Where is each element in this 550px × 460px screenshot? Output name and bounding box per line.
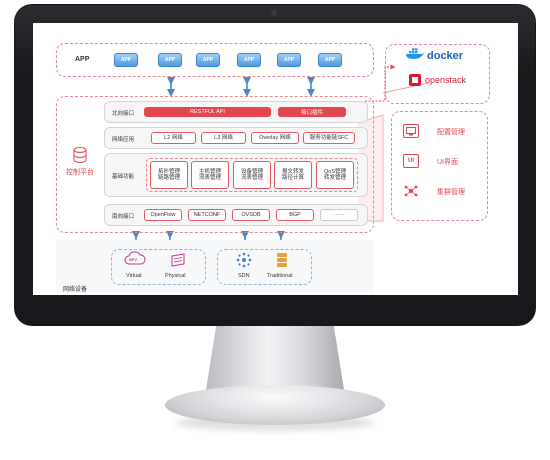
chip-sfc[interactable]: 服务功能链SFC xyxy=(303,132,355,144)
device-physical-label: Physical xyxy=(165,273,186,279)
chip-topology-link[interactable]: 拓扑管理 链路管理 xyxy=(150,161,188,189)
layer-southbound-label: 南向接口 xyxy=(112,214,135,220)
device-group-left xyxy=(111,249,206,285)
basic-functions-group xyxy=(146,158,358,192)
app-button-4[interactable]: APP xyxy=(237,53,261,67)
ui-icon[interactable]: UI xyxy=(403,154,419,168)
layer-northbound-label: 北向接口 xyxy=(112,111,135,117)
chip-forward-path[interactable]: 报文转发 路径计算 xyxy=(274,161,312,189)
chip-l3-network[interactable]: L3 网络 xyxy=(201,132,246,144)
app-button-3[interactable]: APP xyxy=(196,53,220,67)
camera-icon xyxy=(271,10,277,16)
app-layer: APP xyxy=(56,43,374,77)
interface-plugin-bar[interactable]: 接口插件 xyxy=(278,107,346,117)
app-button-1[interactable]: APP xyxy=(114,53,138,67)
layer-basic-functions-label: 基础功能 xyxy=(112,174,135,180)
chip-l2-network[interactable]: L2 网络 xyxy=(151,132,196,144)
docker-label: docker xyxy=(427,50,464,62)
chip-bgp[interactable]: BGP xyxy=(276,209,314,221)
device-group-right xyxy=(217,249,312,285)
nfv-cloud-icon xyxy=(124,251,146,265)
chip-qos-forward[interactable]: QoS管理 转发管理 xyxy=(316,161,354,189)
monitor-stand-base xyxy=(165,385,385,425)
device-virtual-label: Virtual xyxy=(126,273,142,279)
physical-switch-icon xyxy=(171,253,185,267)
chip-overlay-network[interactable]: Overlay 网络 xyxy=(251,132,299,144)
chip-ovsdb[interactable]: OVSDB xyxy=(232,209,270,221)
management-panel xyxy=(391,111,488,221)
database-icon xyxy=(73,147,87,163)
devices-label: 网络设备 xyxy=(63,287,88,293)
cluster-icon[interactable] xyxy=(403,184,419,198)
chip-device-flow[interactable]: 设备管理 流表管理 xyxy=(233,161,271,189)
nfv-badge: NFV xyxy=(129,257,137,262)
openstack-label: openstack xyxy=(425,75,467,85)
app-button-2[interactable]: APP xyxy=(158,53,182,67)
chip-openflow[interactable]: OpenFlow xyxy=(144,209,182,221)
monitor-stand-neck xyxy=(205,326,345,396)
restful-api-bar[interactable]: RESTFUL API xyxy=(144,107,271,117)
control-platform xyxy=(56,96,374,233)
ui-interface-label: UI界面 xyxy=(437,159,458,166)
chip-netconf[interactable]: NETCONF xyxy=(188,209,226,221)
server-stack-icon xyxy=(277,253,287,267)
app-layer-title: APP xyxy=(75,56,90,63)
config-management-label: 配置管理 xyxy=(437,129,465,136)
cluster-management-label: 集群管理 xyxy=(437,189,465,196)
cloud-platforms xyxy=(385,44,490,104)
devices-area xyxy=(56,240,374,292)
chip-more[interactable]: ······ xyxy=(320,209,358,221)
control-platform-label: 控制平台 xyxy=(66,169,94,176)
config-monitor-icon[interactable] xyxy=(403,124,419,138)
device-traditional-label: Traditional xyxy=(267,273,293,279)
monitor-screen: APP APP APP APP APP APP APP xyxy=(33,23,518,295)
app-button-6[interactable]: APP xyxy=(318,53,342,67)
chip-host-flow[interactable]: 主机管理 流表管理 xyxy=(191,161,229,189)
layer-network-apps-label: 网络应用 xyxy=(112,137,135,143)
device-sdn-label: SDN xyxy=(238,273,250,279)
sdn-network-icon xyxy=(236,252,252,268)
openstack-icon xyxy=(409,74,421,86)
docker-whale-icon xyxy=(406,48,425,59)
app-button-5[interactable]: APP xyxy=(277,53,301,67)
